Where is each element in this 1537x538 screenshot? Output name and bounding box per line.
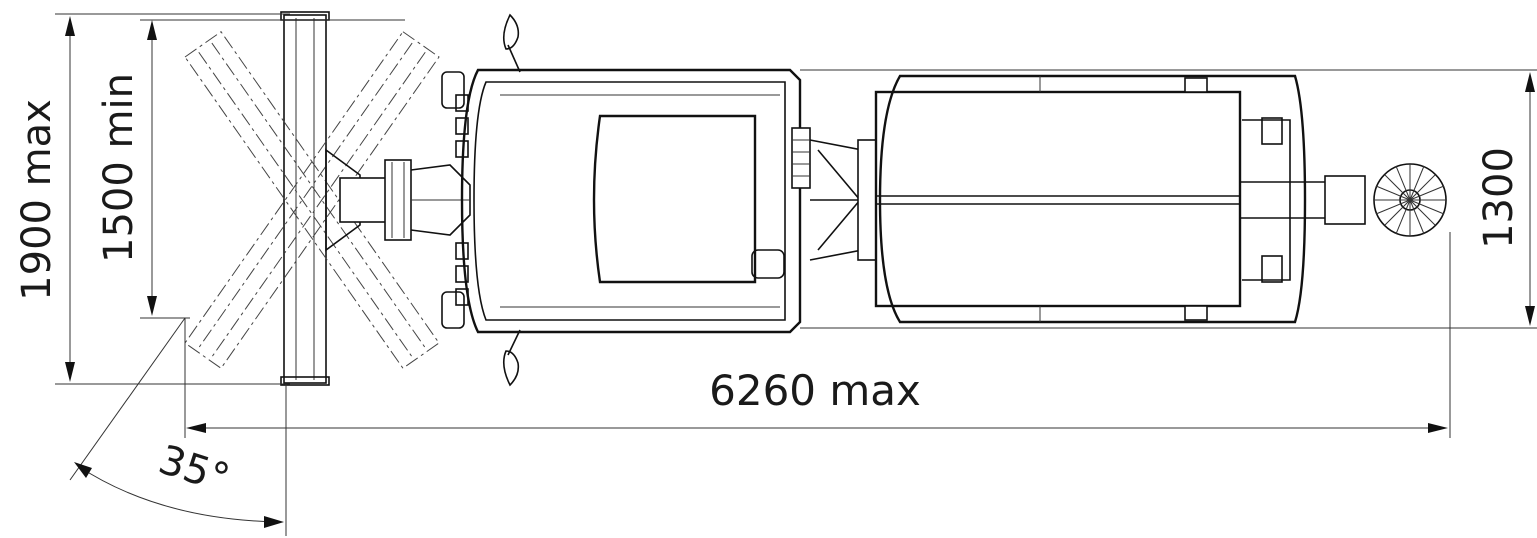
- dimension-lines: [55, 13, 1537, 536]
- articulation-hitch: [791, 127, 877, 261]
- working-width-label: 1500 min: [96, 73, 142, 263]
- hopper-unit: [874, 74, 1330, 324]
- overall-length-label: 6260 max: [709, 366, 921, 415]
- rear-side-brush: [1324, 163, 1447, 237]
- front-broom: [184, 11, 471, 386]
- pivot-angle-label: 35°: [153, 437, 235, 503]
- tractor-unit: [441, 13, 802, 387]
- machine-width-label: 1300: [1476, 147, 1522, 249]
- overall-width-label: 1900 max: [14, 99, 60, 301]
